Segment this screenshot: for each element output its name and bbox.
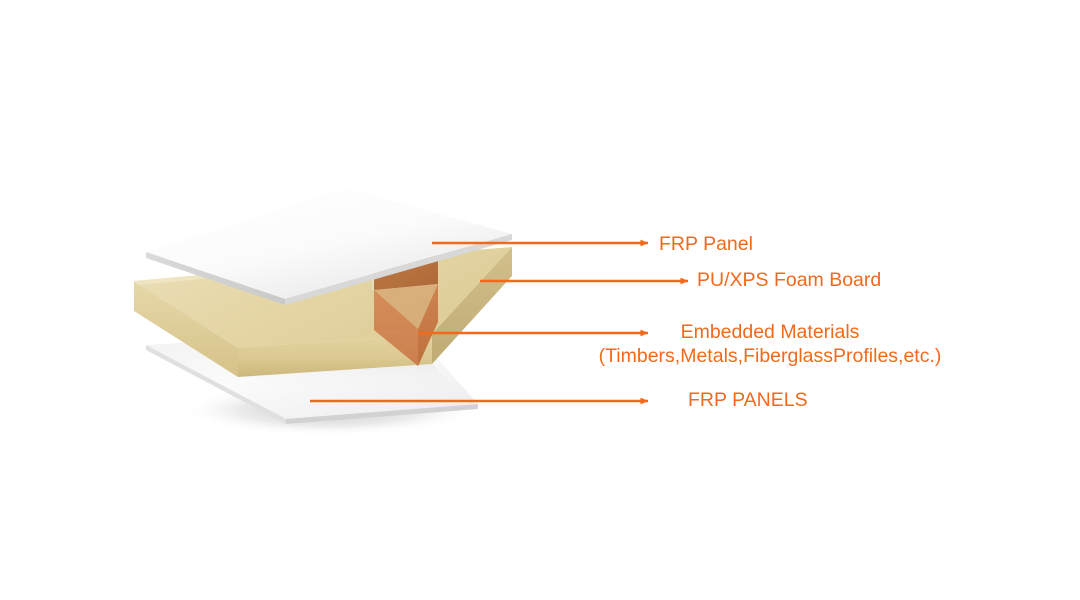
- embedded-block-inner-face: [374, 284, 438, 330]
- top-sheet-front-edge: [285, 234, 512, 305]
- callout-label-embedded-sub: (Timbers,Metals,FiberglassProfiles,etc.): [598, 345, 942, 367]
- foam-left-face: [134, 281, 238, 377]
- callout-label-foam-board: PU/XPS Foam Board: [697, 269, 882, 291]
- callout-label-frp-panels: FRP PANELS: [688, 389, 808, 411]
- top-sheet-left-edge: [146, 252, 285, 305]
- callout-leader-lines: [310, 239, 689, 405]
- bottom-sheet-front-edge: [286, 404, 478, 424]
- callout-label-embedded-materials: Embedded Materials (Timbers,Metals,Fiber…: [583, 321, 957, 368]
- top-sheet-top-face: [146, 188, 512, 299]
- foam-top-face: [134, 247, 512, 348]
- bottom-sheet-left-edge: [146, 345, 286, 424]
- top-frp-sheet: [146, 188, 512, 305]
- callout-label-embedded-main: Embedded Materials: [680, 321, 860, 343]
- embedded-block-right-face: [418, 284, 438, 366]
- foam-right-face: [432, 247, 512, 364]
- foam-front-face: [238, 334, 432, 377]
- embedded-block-front-face: [374, 290, 418, 366]
- callout-label-frp-panel: FRP Panel: [659, 233, 753, 255]
